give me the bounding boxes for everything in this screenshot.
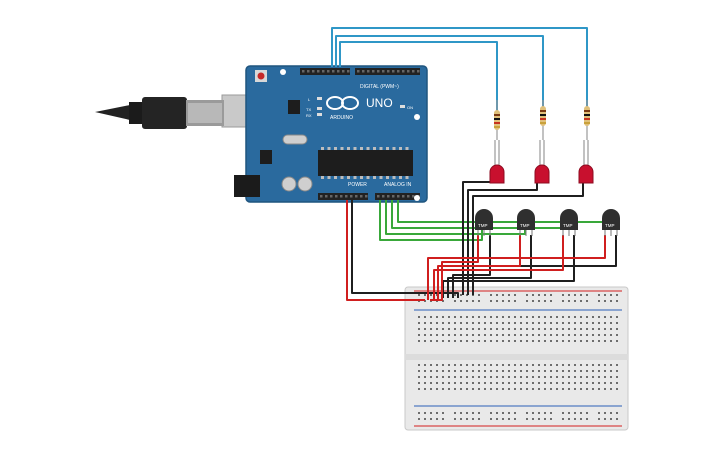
- tmp-sensor-1[interactable]: TMP: [475, 209, 493, 236]
- led-label-l: L: [308, 97, 311, 102]
- blue-wire-group[interactable]: [331, 27, 588, 112]
- atmega-chip: [318, 150, 413, 176]
- black-wire-sensor-1[interactable]: [452, 235, 491, 298]
- led-group: [489, 140, 594, 184]
- resistor-2[interactable]: [540, 100, 546, 140]
- resistor-1[interactable]: [494, 100, 500, 140]
- power-jack: [234, 175, 260, 197]
- temperature-sensor-group: TMP TMP TMP TMP: [475, 209, 620, 236]
- arduino-logo-icon: [326, 96, 359, 110]
- led-label-rx: RX: [306, 113, 312, 118]
- brand-text: ARDUINO: [330, 115, 353, 121]
- analog-header-label: ANALOG IN: [384, 182, 412, 188]
- red-wire-sensor-4[interactable]: [427, 235, 606, 300]
- digital-header-label: DIGITAL (PWM~): [360, 84, 399, 90]
- tmp-sensor-3[interactable]: TMP: [560, 209, 578, 236]
- power-header-label: POWER: [348, 182, 367, 188]
- led-label-on: ON: [407, 105, 413, 110]
- led-1[interactable]: [489, 140, 505, 184]
- led-2[interactable]: [534, 140, 550, 184]
- tmp-sensor-4-label: TMP: [605, 223, 615, 228]
- resistor-group: [494, 100, 590, 140]
- breadboard[interactable]: [404, 286, 629, 431]
- tmp-sensor-4[interactable]: TMP: [602, 209, 620, 236]
- black-wire-gnd[interactable]: [351, 200, 459, 298]
- resistor-3[interactable]: [584, 100, 590, 140]
- tmp-sensor-1-label: TMP: [478, 223, 488, 228]
- black-wire-led-2[interactable]: [467, 182, 538, 295]
- breadboard-center-channel: [405, 354, 628, 360]
- breadboard-holes: [418, 294, 618, 420]
- capacitor: [297, 176, 313, 192]
- regulator-chip: [260, 150, 272, 164]
- red-wire-sensor-3[interactable]: [433, 235, 564, 300]
- black-wire-sensor-4[interactable]: [463, 235, 617, 267]
- model-text: UNO: [366, 96, 393, 110]
- power-header: [318, 193, 368, 200]
- crystal-oscillator: [282, 134, 308, 145]
- red-wire-5v[interactable]: [346, 200, 425, 301]
- green-wire-a1[interactable]: [385, 200, 526, 235]
- tmp-sensor-2-label: TMP: [520, 223, 530, 228]
- black-wire-led-3[interactable]: [472, 182, 584, 295]
- led-label-tx: TX: [306, 107, 311, 112]
- led-3[interactable]: [578, 140, 594, 184]
- capacitor: [281, 176, 297, 192]
- red-wire-sensor-2[interactable]: [437, 235, 521, 300]
- digital-header-left: [300, 68, 350, 75]
- arduino-uno-board[interactable]: DIGITAL (PWM~) ARDUINO UNO L TX RX ON PO…: [95, 65, 428, 203]
- blue-wire-led-1[interactable]: [339, 41, 498, 112]
- usb-cable[interactable]: [95, 97, 224, 129]
- blue-wire-led-2[interactable]: [335, 35, 544, 108]
- green-wire-a3[interactable]: [397, 200, 611, 230]
- tmp-sensor-3-label: TMP: [563, 223, 573, 228]
- usb-chip: [288, 100, 300, 114]
- blue-wire-led-3[interactable]: [331, 27, 588, 108]
- red-wire-group[interactable]: [346, 200, 606, 301]
- tmp-sensor-2[interactable]: TMP: [517, 209, 535, 236]
- black-wire-sensor-2[interactable]: [447, 235, 532, 298]
